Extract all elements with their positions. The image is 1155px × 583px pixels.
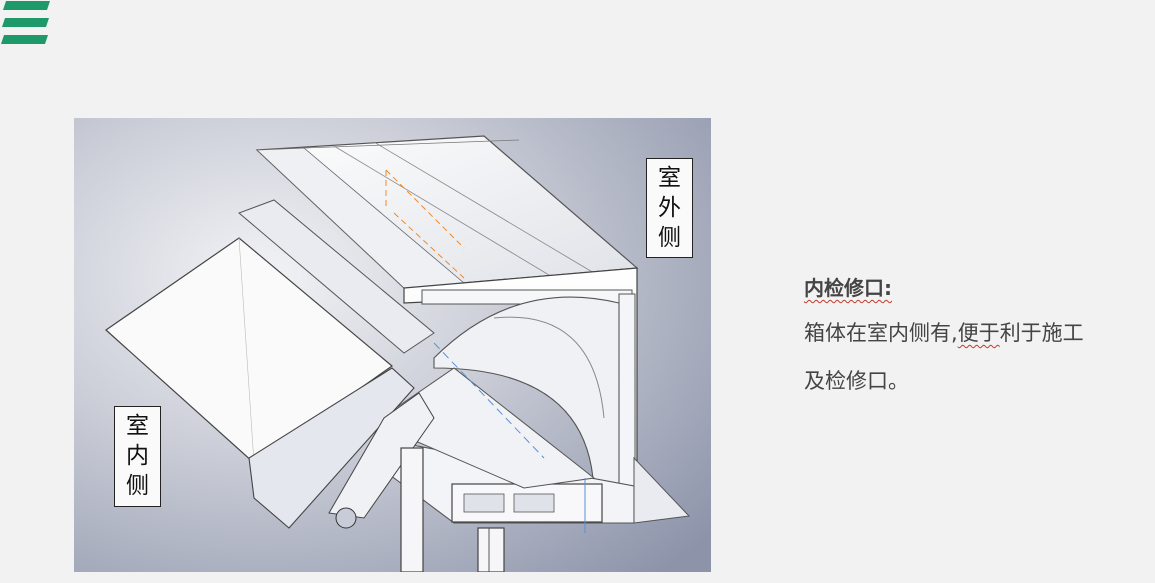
outdoor-side-label: 室 外 侧 (646, 158, 693, 258)
hamburger-menu-icon[interactable] (0, 0, 52, 48)
description-line-2: 及检修口。 (804, 369, 909, 393)
indoor-label-char-1: 室 (126, 413, 149, 439)
outdoor-label-char-3: 侧 (658, 225, 681, 251)
outdoor-label-char-2: 外 (658, 195, 681, 221)
outdoor-label-char-1: 室 (658, 165, 681, 191)
description-line-1: 箱体在室内侧有,便于利于施工 (804, 310, 1155, 356)
description-line-1-a: 箱体在室内侧有, (804, 321, 958, 345)
description-block: 内检修口: 箱体在室内侧有,便于利于施工 及检修口。 (804, 268, 1155, 404)
description-line-1-b: 便于 (957, 321, 1000, 345)
description-title: 内检修口: (804, 276, 892, 300)
indoor-label-char-2: 内 (126, 443, 149, 469)
description-line-1-c: 利于施工 (999, 321, 1084, 345)
indoor-side-label: 室 内 侧 (114, 406, 161, 507)
indoor-label-char-3: 侧 (126, 473, 149, 499)
profile-drawing-image (74, 118, 711, 572)
